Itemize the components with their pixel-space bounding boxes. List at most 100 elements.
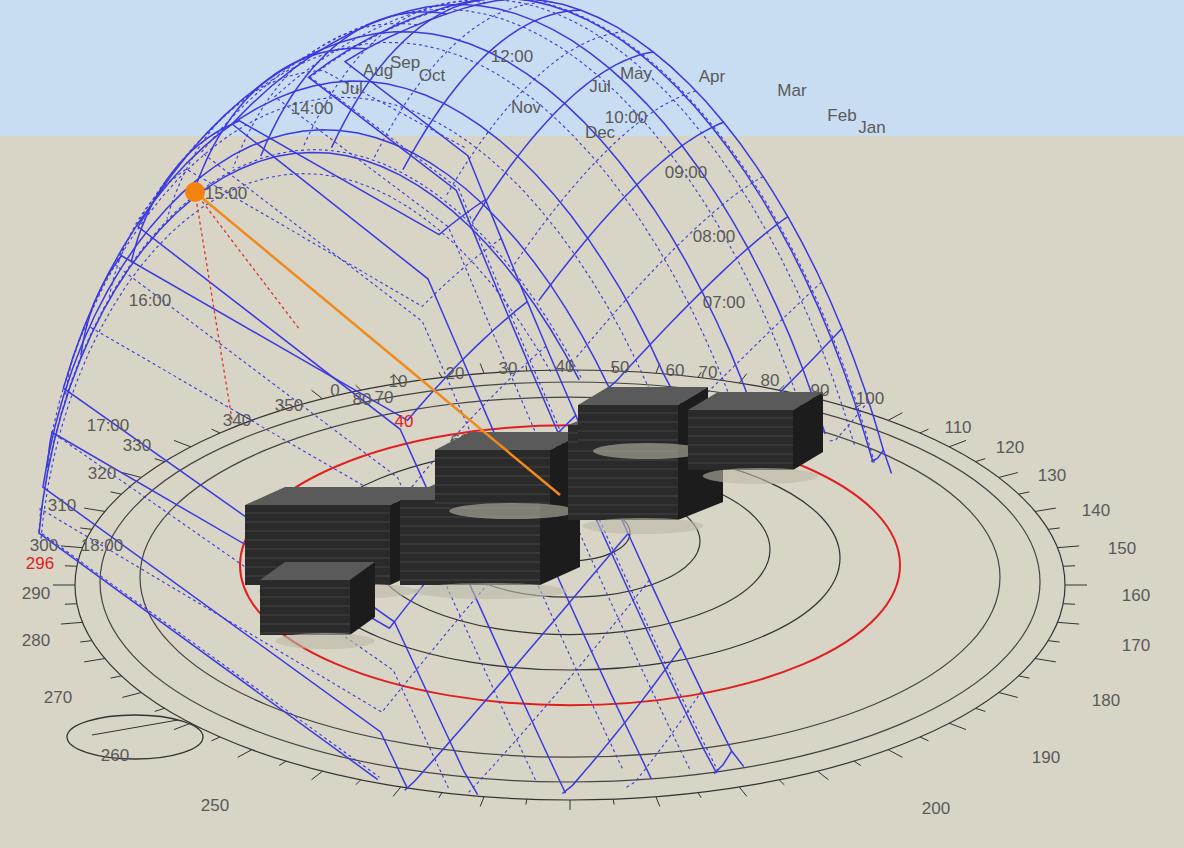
azimuth-tick bbox=[949, 440, 966, 446]
window-row bbox=[435, 494, 550, 495]
sun-path-line bbox=[233, 24, 417, 169]
azimuth-label: 150 bbox=[1108, 540, 1136, 557]
building-shadow bbox=[593, 443, 703, 459]
window-row bbox=[688, 463, 793, 464]
sun-path-line bbox=[607, 217, 788, 390]
azimuth-label: 60 bbox=[666, 362, 685, 379]
azimuth-label: 10 bbox=[389, 373, 408, 390]
sun-path-line bbox=[232, 4, 825, 779]
azimuth-label: 290 bbox=[22, 585, 50, 602]
sun-path-line bbox=[131, 121, 485, 262]
sun-path-line bbox=[562, 648, 681, 794]
sun-path-line bbox=[332, 0, 513, 148]
window-row bbox=[260, 588, 350, 589]
azimuth-tick bbox=[356, 385, 361, 390]
azimuth-tick bbox=[1048, 641, 1060, 642]
window-row bbox=[245, 513, 390, 514]
azimuth-tick bbox=[1019, 676, 1030, 678]
building-shadow bbox=[413, 583, 567, 599]
altitude-label: 60 bbox=[451, 432, 470, 449]
azimuth-tick bbox=[818, 771, 829, 780]
window-row bbox=[435, 485, 550, 486]
azimuth-label: 350 bbox=[275, 397, 303, 414]
azimuth-tick bbox=[155, 708, 165, 711]
sun-path-line bbox=[445, 32, 624, 198]
time-label: 16:00 bbox=[129, 292, 172, 309]
azimuth-tick bbox=[656, 797, 660, 807]
window-row bbox=[568, 460, 678, 461]
altitude-label: 40 bbox=[395, 413, 414, 430]
sun-path-line bbox=[539, 122, 724, 300]
building-face bbox=[435, 450, 550, 505]
azimuth-label: 300 bbox=[30, 537, 58, 554]
azimuth-tick bbox=[439, 793, 442, 798]
building-shadow bbox=[583, 518, 704, 534]
azimuth-tick bbox=[312, 390, 323, 399]
azimuth-label: 80 bbox=[761, 372, 780, 389]
azimuth-tick bbox=[174, 440, 191, 446]
window-row bbox=[245, 531, 390, 532]
sun-path-line bbox=[115, 43, 730, 782]
azimuth-tick bbox=[61, 546, 83, 548]
azimuth-label: 180 bbox=[1092, 692, 1120, 709]
window-row bbox=[245, 558, 390, 559]
azimuth-label: 280 bbox=[22, 632, 50, 649]
time-label: Jan bbox=[858, 119, 885, 136]
azimuth-label: 330 bbox=[123, 437, 151, 454]
azimuth-label: 310 bbox=[48, 497, 76, 514]
azimuth-tick bbox=[920, 429, 928, 433]
window-row bbox=[435, 458, 550, 459]
azimuth-tick bbox=[174, 723, 191, 729]
azimuth-tick bbox=[739, 787, 747, 796]
azimuth-label: 100 bbox=[856, 390, 884, 407]
building-shadow bbox=[449, 503, 576, 519]
window-row bbox=[245, 549, 390, 550]
azimuth-tick bbox=[526, 365, 527, 370]
azimuth-tick bbox=[1035, 508, 1056, 511]
azimuth-tick bbox=[1065, 585, 1087, 586]
azimuth-label: 70 bbox=[699, 364, 718, 381]
building-face bbox=[578, 405, 678, 445]
window-row bbox=[688, 427, 793, 428]
azimuth-tick bbox=[1063, 603, 1075, 604]
time-label: 14:00 bbox=[291, 100, 334, 117]
time-label: 09:00 bbox=[665, 164, 708, 181]
altitude-label: 80 bbox=[353, 391, 372, 408]
sun-path-line bbox=[374, 2, 552, 157]
sun-path-line bbox=[109, 169, 501, 306]
window-row bbox=[260, 615, 350, 616]
window-row bbox=[260, 597, 350, 598]
window-row bbox=[260, 624, 350, 625]
window-row bbox=[400, 535, 540, 536]
window-row bbox=[435, 476, 550, 477]
azimuth-label: 0 bbox=[330, 382, 339, 399]
azimuth-label: 140 bbox=[1082, 502, 1110, 519]
time-label: 08:00 bbox=[693, 228, 736, 245]
azimuth-label: 120 bbox=[996, 439, 1024, 456]
altitude-ring bbox=[75, 370, 1065, 800]
sun-path-line bbox=[52, 97, 649, 788]
window-row bbox=[400, 544, 540, 545]
azimuth-tick bbox=[698, 793, 701, 798]
building-side bbox=[350, 562, 375, 635]
azimuth-tick bbox=[80, 641, 92, 642]
azimuth-tick bbox=[975, 459, 985, 462]
azimuth-label: 160 bbox=[1122, 587, 1150, 604]
sun-path-line bbox=[829, 401, 869, 441]
time-label: Feb bbox=[827, 107, 856, 124]
time-label: Dec bbox=[585, 124, 615, 141]
sun-path-line bbox=[575, 176, 764, 359]
time-label: 07:00 bbox=[703, 294, 746, 311]
window-row bbox=[578, 440, 678, 441]
window-row bbox=[400, 571, 540, 572]
azimuth-tick bbox=[1048, 528, 1060, 529]
azimuth-label: 50 bbox=[611, 359, 630, 376]
sun-ray bbox=[195, 192, 560, 495]
sun-path-line bbox=[714, 751, 732, 774]
building-shadow bbox=[276, 633, 375, 649]
azimuth-tick bbox=[949, 723, 966, 729]
azimuth-tick bbox=[80, 528, 92, 529]
azimuth-tick bbox=[1057, 546, 1079, 548]
azimuth-tick bbox=[854, 761, 861, 765]
